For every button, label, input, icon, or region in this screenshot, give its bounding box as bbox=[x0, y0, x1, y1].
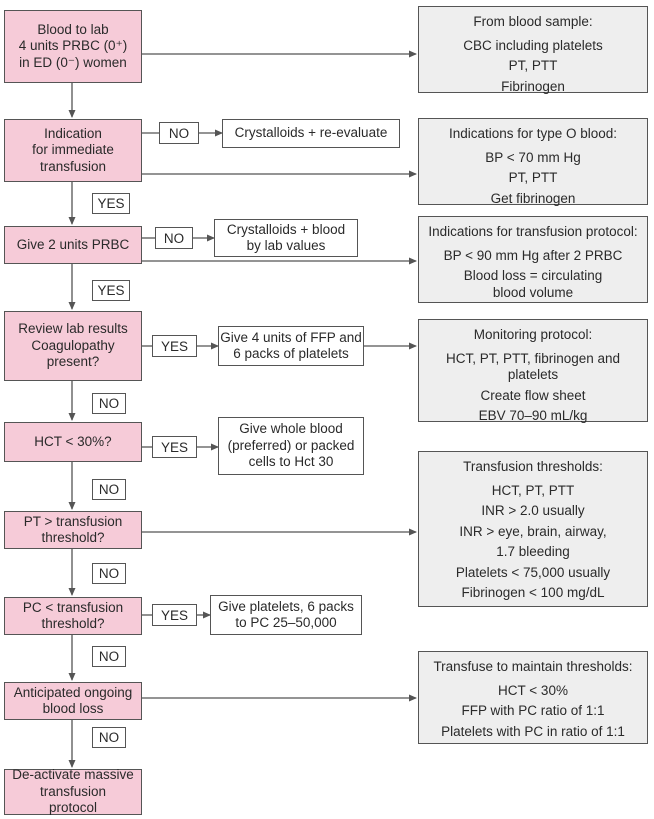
label-yes: YES bbox=[152, 335, 197, 357]
step-line: transfusion bbox=[39, 783, 107, 799]
info-line: INR > 2.0 usually bbox=[481, 503, 585, 518]
info-line: HCT, PT, PTT, fibrinogen and bbox=[445, 350, 621, 366]
step-review-lab: Review lab results Coagulopathy present? bbox=[4, 311, 142, 381]
info-line: Blood loss = circulating bbox=[463, 268, 603, 283]
action-line: cells to Hct 30 bbox=[248, 454, 334, 470]
info-line: platelets bbox=[507, 367, 559, 382]
label-no: NO bbox=[155, 227, 193, 249]
info-line: BP < 70 mm Hg bbox=[485, 149, 581, 165]
info-blood-sample: From blood sample: CBC including platele… bbox=[418, 6, 648, 94]
label-yes: YES bbox=[92, 280, 130, 301]
info-line: PT, PTT bbox=[508, 58, 558, 73]
info-line: BP < 90 mm Hg after 2 PRBC bbox=[443, 247, 623, 263]
info-maintain-thresholds: Transfuse to maintain thresholds: HCT < … bbox=[418, 651, 648, 744]
info-line: blood volume bbox=[492, 284, 574, 300]
info-line: Create flow sheet bbox=[480, 387, 586, 403]
info-title: Monitoring protocol: bbox=[473, 327, 593, 342]
step-pt: PT > transfusion threshold? bbox=[4, 511, 142, 549]
step-line: in ED (0⁻) women bbox=[19, 54, 127, 70]
action-ffp-platelets: Give 4 units of FFP and 6 packs of plate… bbox=[218, 326, 364, 366]
label-yes: YES bbox=[152, 436, 197, 458]
action-line: to PC 25–50,000 bbox=[235, 615, 337, 630]
step-line: present? bbox=[46, 354, 100, 370]
label-no: NO bbox=[92, 563, 126, 584]
step-line: Anticipated ongoing bbox=[13, 684, 133, 700]
label-no: NO bbox=[92, 646, 126, 667]
step-line: threshold? bbox=[41, 530, 105, 545]
label-no: NO bbox=[92, 393, 126, 414]
info-line: INR > eye, brain, airway, bbox=[459, 523, 607, 539]
info-title: Transfuse to maintain thresholds: bbox=[433, 659, 633, 674]
info-line: Platelets with PC in ratio of 1:1 bbox=[441, 723, 625, 739]
action-give-platelets: Give platelets, 6 packs to PC 25–50,000 bbox=[210, 595, 362, 635]
step-deactivate: De-activate massive transfusion protocol bbox=[4, 767, 142, 816]
info-line: Fibrinogen < 100 mg/dL bbox=[461, 585, 605, 600]
step-line: Blood to lab bbox=[37, 21, 109, 37]
info-line: HCT, PT, PTT bbox=[491, 482, 575, 498]
action-whole-blood: Give whole blood (preferred) or packed c… bbox=[218, 417, 364, 475]
step-pc: PC < transfusion threshold? bbox=[4, 597, 142, 635]
step-indication: Indication for immediate transfusion bbox=[4, 119, 142, 182]
info-line: Get fibrinogen bbox=[490, 190, 576, 206]
step-line: PC < transfusion bbox=[22, 599, 124, 615]
info-line: Fibrinogen bbox=[501, 78, 565, 94]
step-line: protocol bbox=[48, 800, 98, 816]
action-line: (preferred) or packed bbox=[227, 437, 355, 453]
info-transfusion-thresholds: Transfusion thresholds: HCT, PT, PTT INR… bbox=[418, 451, 648, 607]
step-line: Indication bbox=[44, 125, 102, 141]
step-line: PT > transfusion bbox=[23, 513, 123, 529]
action-crystalloids-reevaluate: Crystalloids + re-evaluate bbox=[222, 119, 400, 148]
action-line: 6 packs of platelets bbox=[233, 346, 349, 361]
info-type-o: Indications for type O blood: BP < 70 mm… bbox=[418, 118, 648, 206]
label-no: NO bbox=[92, 479, 126, 500]
action-line: Give platelets, 6 packs bbox=[218, 598, 354, 614]
info-line: FFP with PC ratio of 1:1 bbox=[461, 703, 605, 718]
step-line: Give 2 units PRBC bbox=[16, 236, 130, 252]
action-line: Give 4 units of FFP and bbox=[220, 329, 362, 345]
step-line: threshold? bbox=[41, 616, 105, 631]
step-blood-to-lab: Blood to lab 4 units PRBC (0⁺) in ED (0⁻… bbox=[4, 10, 142, 83]
info-transfusion-protocol: Indications for transfusion protocol: BP… bbox=[418, 216, 648, 303]
action-crystalloids-blood: Crystalloids + blood by lab values bbox=[214, 219, 358, 257]
action-line: Crystalloids + blood bbox=[226, 221, 346, 237]
step-line: HCT < 30%? bbox=[34, 433, 112, 449]
step-line: for immediate bbox=[32, 142, 114, 158]
info-title: Indications for type O blood: bbox=[448, 126, 618, 141]
step-line: 4 units PRBC (0⁺) bbox=[18, 38, 128, 54]
info-title: From blood sample: bbox=[473, 14, 593, 29]
step-line: blood loss bbox=[42, 701, 104, 716]
info-line: HCT < 30% bbox=[498, 682, 568, 698]
step-give-2-units: Give 2 units PRBC bbox=[4, 226, 142, 264]
info-line: EBV 70–90 mL/kg bbox=[478, 408, 588, 423]
info-line: 1.7 bleeding bbox=[496, 544, 570, 559]
info-line: CBC including platelets bbox=[463, 37, 603, 53]
info-line: PT, PTT bbox=[508, 170, 558, 185]
step-anticipated: Anticipated ongoing blood loss bbox=[4, 682, 142, 720]
step-line: transfusion bbox=[39, 158, 107, 174]
step-line: Review lab results bbox=[18, 321, 128, 337]
label-no: NO bbox=[159, 122, 199, 144]
step-line: De-activate massive bbox=[12, 767, 134, 783]
step-line: Coagulopathy bbox=[31, 337, 115, 353]
step-hct: HCT < 30%? bbox=[4, 422, 142, 462]
action-line: Crystalloids + re-evaluate bbox=[234, 125, 388, 141]
label-yes: YES bbox=[152, 604, 197, 626]
info-title: Indications for transfusion protocol: bbox=[428, 224, 638, 239]
info-title: Transfusion thresholds: bbox=[463, 459, 603, 474]
label-yes: YES bbox=[92, 193, 130, 214]
info-line: Platelets < 75,000 usually bbox=[455, 564, 611, 580]
action-line: by lab values bbox=[246, 238, 326, 253]
info-monitoring: Monitoring protocol: HCT, PT, PTT, fibri… bbox=[418, 319, 648, 423]
label-no: NO bbox=[92, 727, 126, 748]
action-line: Give whole blood bbox=[239, 421, 343, 437]
